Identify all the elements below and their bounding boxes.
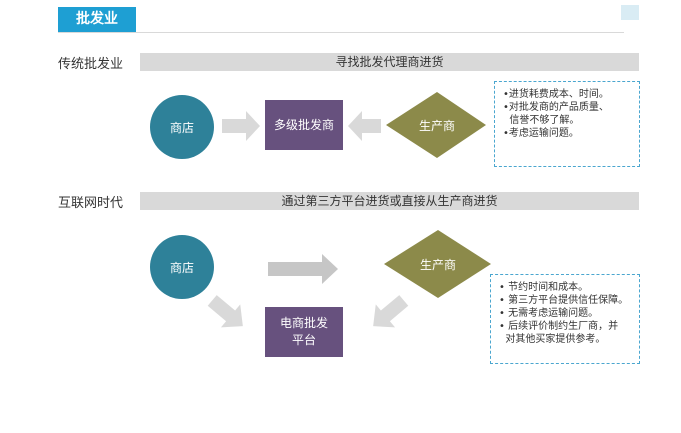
corner-decoration <box>621 5 639 20</box>
producer-diamond-traditional <box>386 92 486 158</box>
page-title: 批发业 <box>58 7 136 32</box>
platform-label-line1: 电商批发 <box>279 316 328 330</box>
note-item: 对其他买家提供参考。 <box>499 334 606 345</box>
store-label-traditional: 商店 <box>169 120 194 135</box>
note-item: 信誉不够了解。 <box>503 115 580 126</box>
section-label-traditional: 传统批发业 <box>58 57 124 72</box>
producer-diamond-internet <box>384 230 491 298</box>
banner-traditional: 寻找批发代理商进货 <box>140 53 639 71</box>
store-node-traditional: 商店 <box>150 95 214 159</box>
platform-label-line2: 平台 <box>291 333 316 347</box>
arrow-producer-to-platform <box>373 295 409 328</box>
producer-label-internet: 生产商 <box>420 257 456 272</box>
arrow-store-to-wholesaler <box>222 111 260 141</box>
note-item: •进货耗费成本、时间。 <box>503 89 609 100</box>
banner-internet: 通过第三方平台进货或直接从生产商进货 <box>140 192 639 210</box>
arrow-producer-to-wholesaler <box>348 111 381 141</box>
store-node-internet: 商店 <box>150 235 214 299</box>
wholesaler-node: 多级批发商 <box>265 100 343 150</box>
store-label-internet: 商店 <box>169 260 194 275</box>
notes-internet: • 节约时间和成本。 • 第三方平台提供信任保障。 • 无需考虑运输问题。 • … <box>490 274 640 364</box>
section-label-internet: 互联网时代 <box>58 196 124 211</box>
note-item: • 节约时间和成本。 <box>499 282 589 293</box>
note-item: •对批发商的产品质量、 <box>503 102 609 113</box>
note-item: • 无需考虑运输问题。 <box>499 308 599 319</box>
arrow-store-to-platform <box>207 295 243 328</box>
platform-node: 电商批发 平台 <box>265 307 343 357</box>
notes-traditional: •进货耗费成本、时间。 •对批发商的产品质量、 信誉不够了解。 •考虑运输问题。 <box>494 81 640 167</box>
arrow-store-to-producer <box>268 254 338 284</box>
note-item: • 第三方平台提供信任保障。 <box>499 295 629 306</box>
wholesaler-label: 多级批发商 <box>273 117 334 132</box>
producer-label-traditional: 生产商 <box>419 118 455 133</box>
note-item: • 后续评价制约生厂商，并 <box>499 321 619 332</box>
note-item: •考虑运输问题。 <box>503 128 579 139</box>
title-underline <box>58 32 624 33</box>
